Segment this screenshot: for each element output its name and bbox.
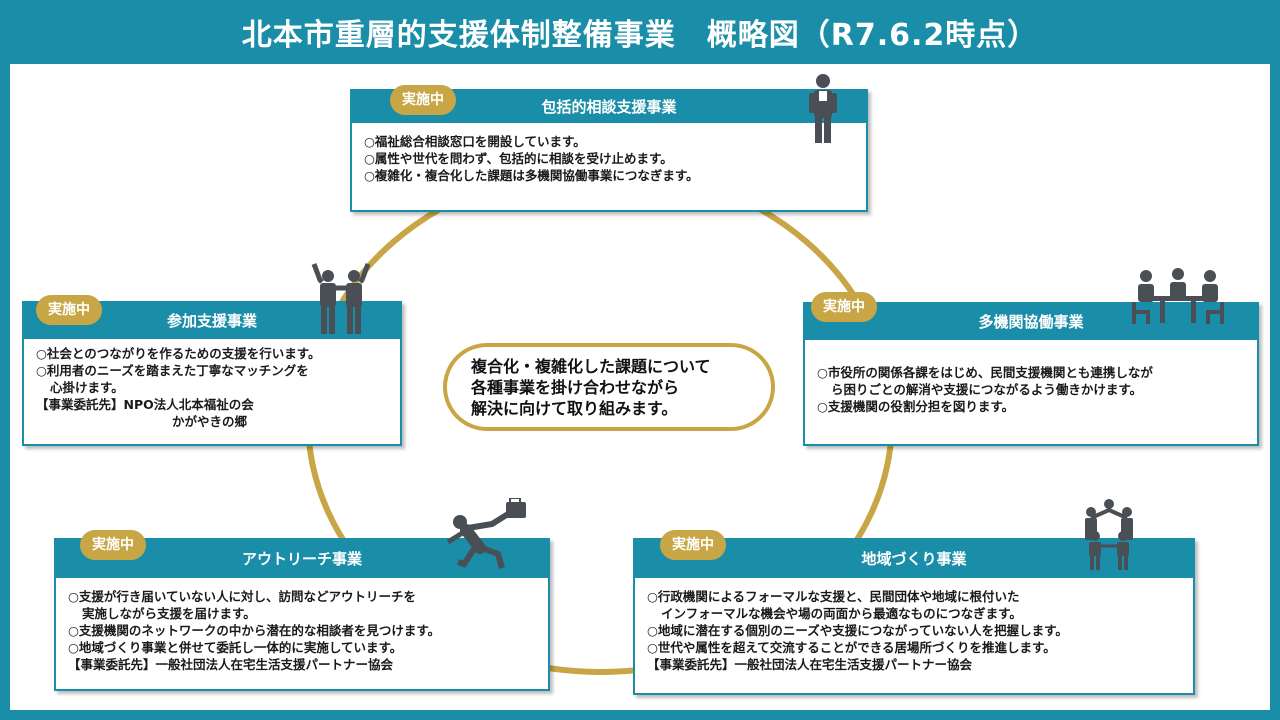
card-body: ○行政機関によるフォーマルな支援と、民間団体や地域に根付いた インフォーマルな機… [635,578,1193,679]
card-line: 【事業委託先】NPO法人北本福祉の会 [36,397,254,412]
group-circle-icon [1085,499,1133,570]
card-community-building: 地域づくり事業 ○行政機関によるフォーマルな支援と、民間団体や地域に根付いた イ… [633,538,1195,695]
card-line: ○社会とのつながりを作るための支援を行います。 [36,346,321,361]
status-badge: 実施中 [660,530,726,560]
status-badge: 実施中 [80,530,146,560]
card-body: ○福祉総合相談窓口を開設しています。 ○属性や世代を問わず、包括的に相談を受け止… [352,123,866,190]
status-badge: 実施中 [36,295,102,325]
card-line: ○福祉総合相談窓口を開設しています。 [364,134,586,149]
card-line: ○地域づくり事業と併せて委託し一体的に実施しています。 [68,640,403,655]
card-line: ○属性や世代を問わず、包括的に相談を受け止めます。 [364,151,673,166]
running-businessman-icon [446,498,526,569]
status-badge: 実施中 [811,292,877,322]
card-body: ○市役所の関係各課をはじめ、民間支援機関とも連携しなが ら困りごとの解消や支援に… [805,340,1257,421]
card-line: 【事業委託先】一般社団法人在宅生活支援パートナー協会 [68,657,394,672]
person-standing-icon [809,74,837,143]
card-comprehensive-consultation: 包括的相談支援事業 ○福祉総合相談窓口を開設しています。 ○属性や世代を問わず、… [350,89,868,212]
card-line: ○支援が行き届いていない人に対し、訪問などアウトリーチを [68,589,417,604]
card-line: ○複雑化・複合化した課題は多機関協働事業につなぎます。 [364,168,699,183]
center-message: 複合化・複雑化した課題について 各種事業を掛け合わせながら 解決に向けて取り組み… [443,343,775,431]
card-line: ○行政機関によるフォーマルな支援と、民間団体や地域に根付いた [647,589,1020,604]
card-line: ○支援機関のネットワークの中から潜在的な相談者を見つけます。 [68,623,441,638]
center-message-line: 複合化・複雑化した課題について [471,357,711,376]
card-title: 多機関協働事業 [805,304,1257,340]
card-line: 心掛けます。 [50,380,124,395]
card-multi-agency-collaboration: 多機関協働事業 ○市役所の関係各課をはじめ、民間支援機関とも連携しなが ら困りご… [803,302,1259,446]
card-line: 【事業委託先】一般社団法人在宅生活支援パートナー協会 [647,657,973,672]
card-line: ○市役所の関係各課をはじめ、民間支援機関とも連携しなが [817,365,1153,380]
page-title: 北本市重層的支援体制整備事業 概略図（R7.6.2時点） [241,18,1039,53]
card-line: インフォーマルな機会や場の両面から最適なものにつなぎます。 [661,606,1022,621]
card-line: ○世代や属性を超えて交流することができる居場所づくりを推進します。 [647,640,1056,655]
card-line: 実施しながら支援を届けます。 [82,606,256,621]
card-body: ○支援が行き届いていない人に対し、訪問などアウトリーチを 実施しながら支援を届け… [56,578,548,679]
center-message-line: 解決に向けて取り組みます。 [471,399,678,418]
card-line: ら困りごとの解消や支援につながるよう働きかけます。 [831,382,1143,397]
card-body: ○社会とのつながりを作るための支援を行います。 ○利用者のニーズを踏まえた丁寧な… [24,339,400,436]
card-line: ○支援機関の役割分担を図ります。 [817,399,1015,414]
center-message-line: 各種事業を掛け合わせながら [471,378,680,397]
status-badge: 実施中 [390,85,456,115]
two-people-cheering-icon [311,263,371,334]
card-line: ○利用者のニーズを踏まえた丁寧なマッチングを [36,363,309,378]
meeting-table-icon [1132,268,1224,324]
card-line: かがやきの郷 [172,414,248,429]
card-line: ○地域に潜在する個別のニーズや支援につながっていない人を把握します。 [647,623,1068,638]
